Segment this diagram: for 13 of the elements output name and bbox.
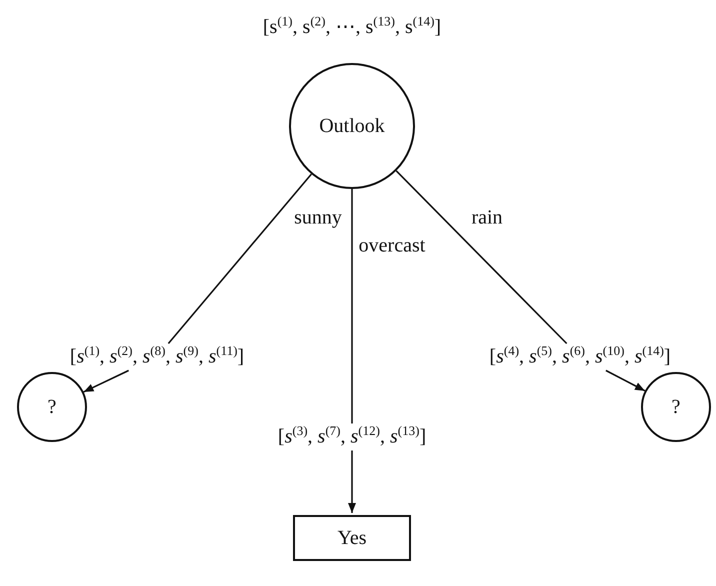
branch-line [351, 189, 353, 424]
leaf-node-circle: ? [17, 372, 87, 442]
leaf-node-box: Yes [293, 515, 411, 561]
sample-set-label: [s$^{(1)}$, s$^{(2)}$, ⋯, s$^{(13)}$, s$^{(14)}$] [262, 14, 442, 39]
leaf-node-circle: ? [641, 372, 711, 442]
arrow [83, 370, 129, 393]
branch-line [396, 170, 568, 344]
edge-label: rain [471, 206, 503, 230]
edge-label: overcast [358, 234, 426, 258]
arrow [606, 370, 646, 392]
branch-line [168, 174, 312, 344]
arrow [348, 450, 356, 513]
edge-label: sunny [294, 206, 342, 230]
